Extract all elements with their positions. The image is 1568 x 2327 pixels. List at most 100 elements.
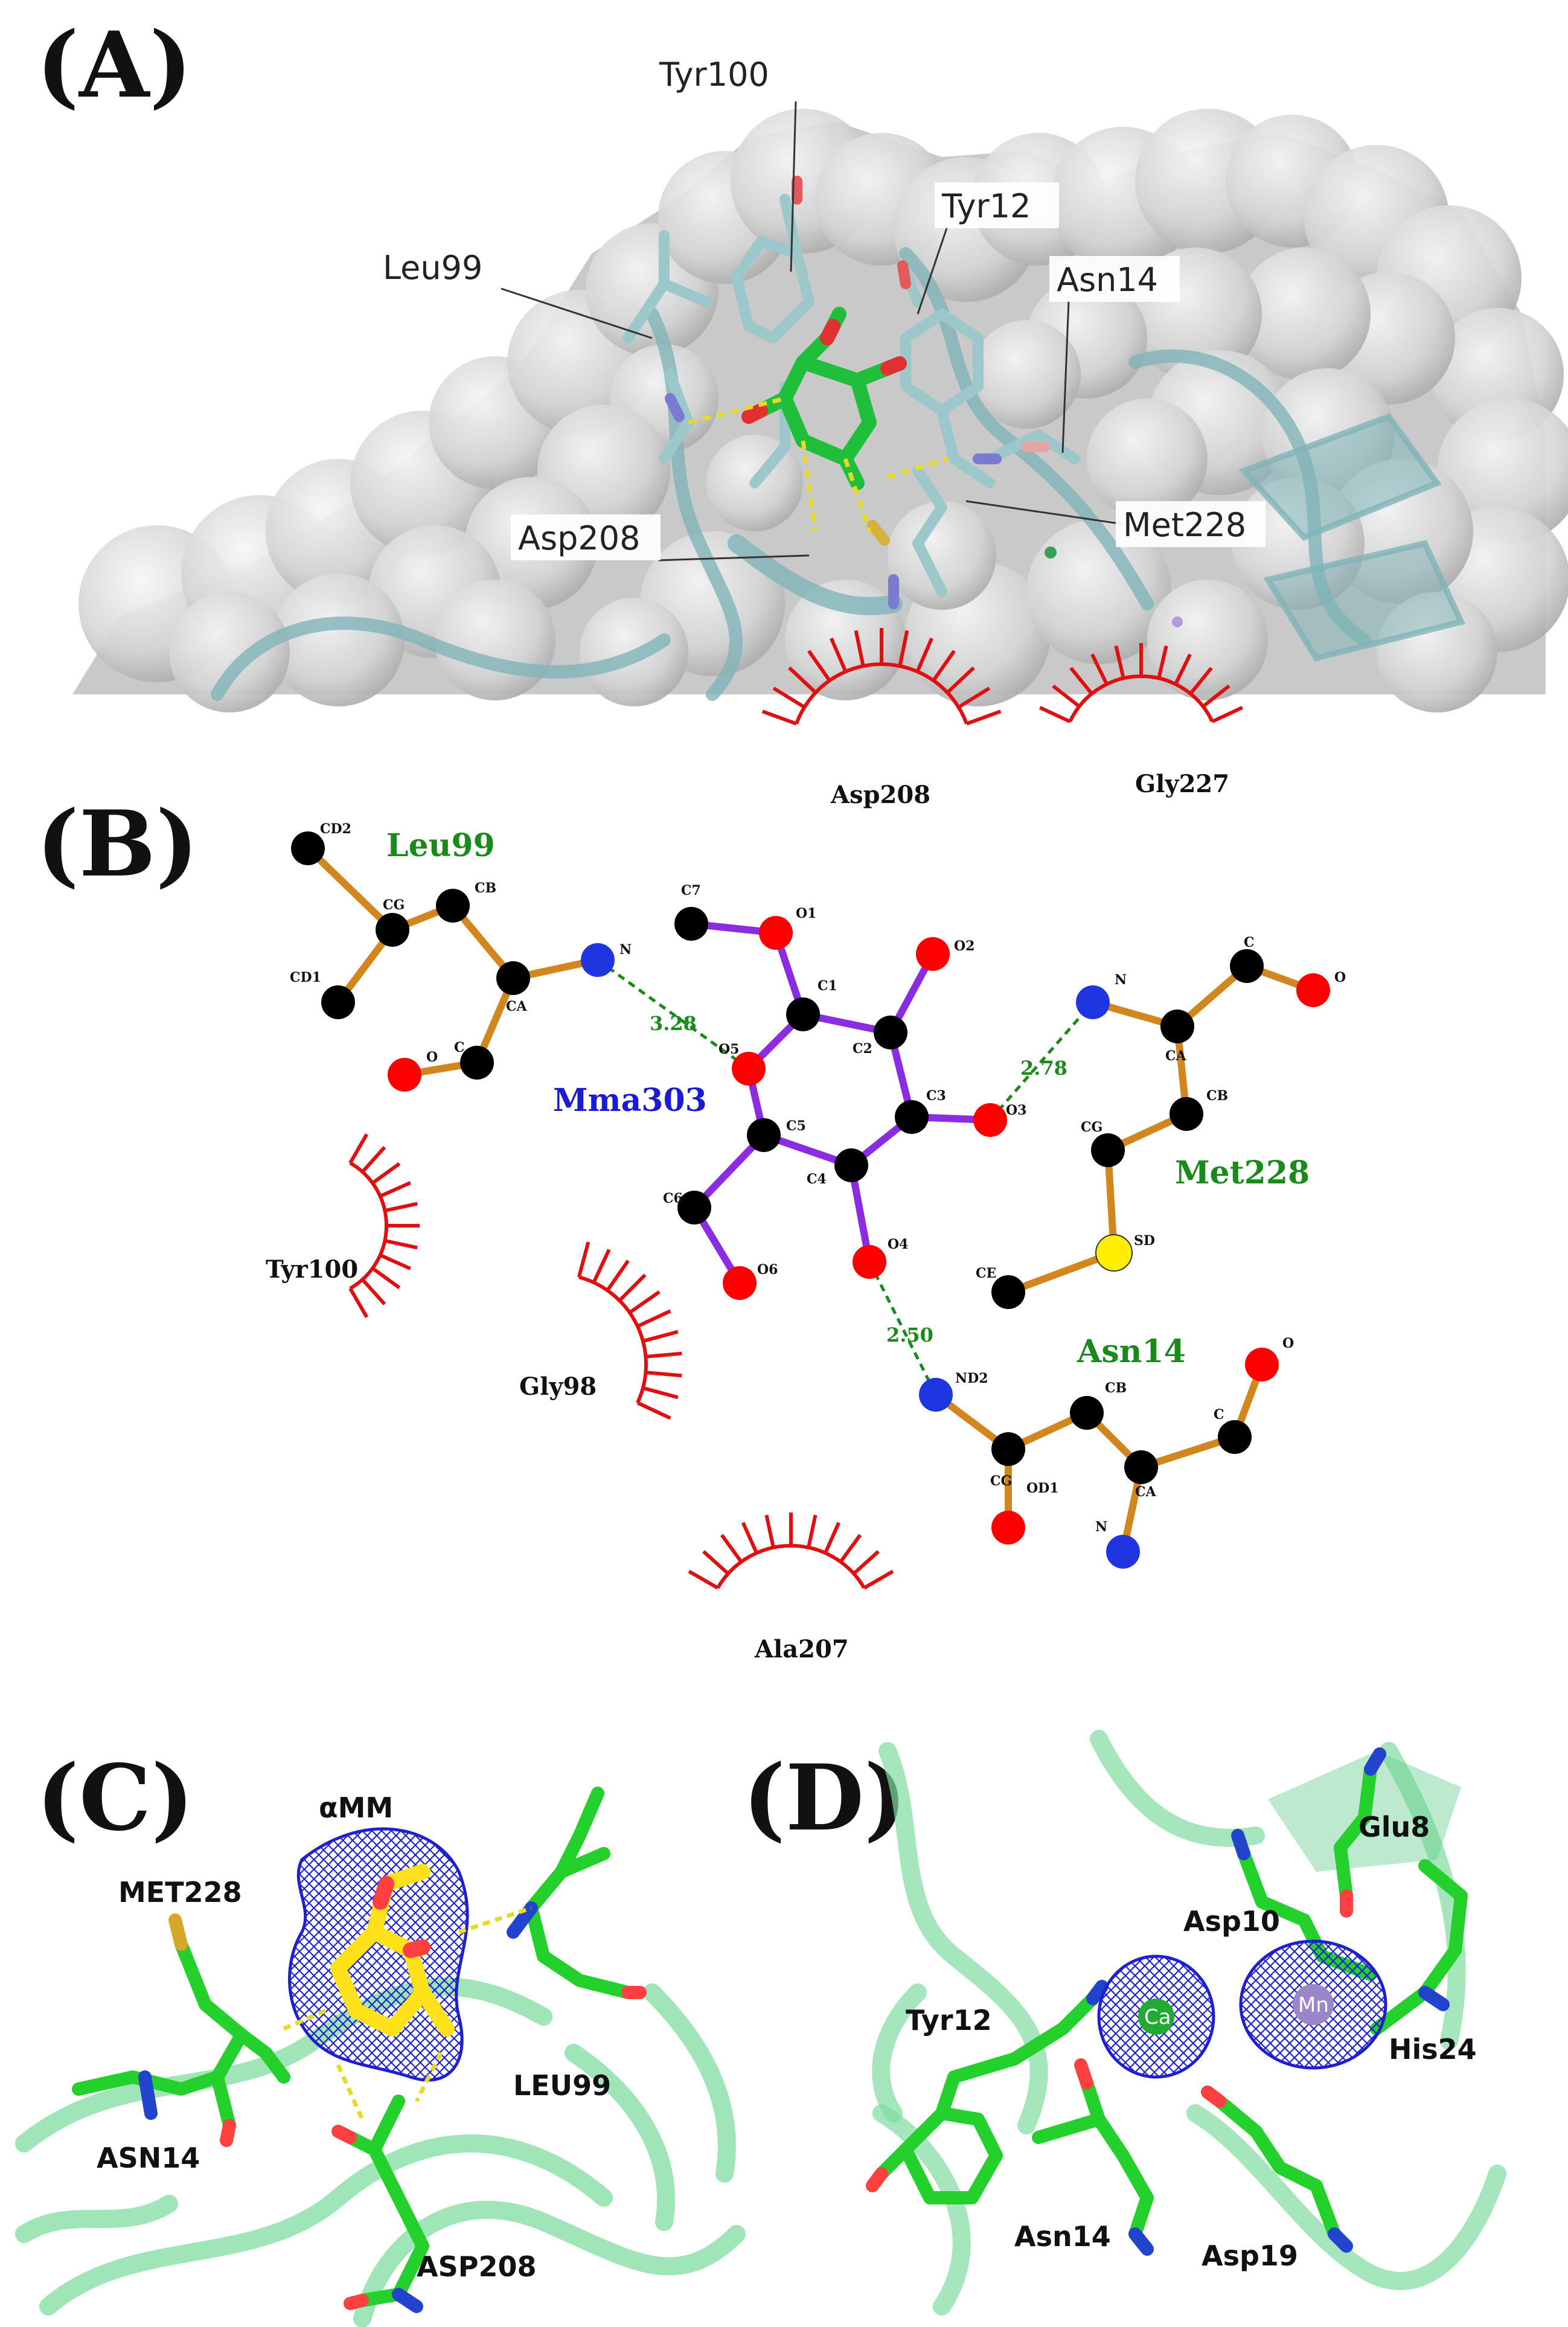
atom-label: C3 xyxy=(926,1088,946,1104)
carbon-atom xyxy=(1218,1420,1252,1454)
hydrophobic-arc xyxy=(577,1241,682,1420)
oxygen-atom xyxy=(991,1511,1025,1544)
oxygen-atom xyxy=(732,1052,766,1086)
carbon-atom xyxy=(786,997,820,1031)
atom-tips-a xyxy=(665,176,1050,609)
panel-b-label: (B) xyxy=(36,791,199,897)
atom-label: C xyxy=(1214,1407,1224,1423)
panel-c-label: (C) xyxy=(36,1745,194,1851)
oxygen-atom xyxy=(388,1058,421,1092)
panel-b: (B) xyxy=(36,628,1346,1663)
carbon-atom xyxy=(291,831,325,865)
carbon-atom xyxy=(460,1046,494,1080)
atom-nodes xyxy=(291,831,1330,1569)
atom-label: CD2 xyxy=(320,821,351,837)
surface-blob xyxy=(169,592,290,712)
ion-mesh-d xyxy=(1097,1939,1387,2079)
atom-label: O xyxy=(1282,1336,1294,1351)
molecular-surface xyxy=(72,109,1568,712)
callout-met228: Met228 xyxy=(1116,501,1266,547)
carbon-atom xyxy=(1124,1450,1158,1484)
hydrogen-bonds xyxy=(597,958,1094,1396)
oxygen-atom xyxy=(1245,1348,1279,1381)
svg-text:Asp208: Asp208 xyxy=(518,519,640,557)
atom-label: O1 xyxy=(796,906,816,921)
ion-label-ca: Ca xyxy=(1144,2005,1171,2029)
residue-label-met228-c: MET228 xyxy=(118,1876,242,1909)
atom-label: C6 xyxy=(663,1191,683,1206)
manganese-ion-sphere xyxy=(1172,616,1183,627)
distance-labels: 3.28 2.78 2.50 xyxy=(650,1012,1067,1346)
surface-blob xyxy=(435,580,555,700)
residue-label-tyr12: Tyr12 xyxy=(906,2004,992,2037)
carbon-atom xyxy=(991,1432,1025,1466)
manganese-sphere xyxy=(1293,1984,1334,2025)
carbon-atom xyxy=(874,1016,907,1049)
residue-labels-c: αMM MET228 LEU99 ASN14 ASP208 xyxy=(97,1791,611,2283)
calcium-ion-sphere xyxy=(1045,546,1057,559)
atom-label: O3 xyxy=(1006,1103,1026,1118)
distance-label: 2.78 xyxy=(1020,1057,1067,1080)
atom-label: SD xyxy=(1134,1233,1155,1249)
hydrophobic-label-gly98: Gly98 xyxy=(519,1372,597,1401)
atom-label: N xyxy=(1115,972,1127,988)
residue-label-asp10: Asp10 xyxy=(1183,1905,1280,1938)
callout-tyr12: Tyr12 xyxy=(935,182,1059,228)
atom-label: O6 xyxy=(757,1262,778,1278)
carbon-atom xyxy=(1091,1133,1125,1167)
svg-text:Tyr100: Tyr100 xyxy=(659,56,769,94)
residue-label-asp208-c: ASP208 xyxy=(417,2250,536,2283)
callout-asp208: Asp208 xyxy=(511,514,661,560)
hydrophobic-label-asp208: Asp208 xyxy=(830,781,930,809)
residue-label-leu99: Leu99 xyxy=(386,827,495,864)
carbon-atom xyxy=(895,1100,929,1134)
hydrophobic-arc xyxy=(688,1512,894,1590)
atom-label: O xyxy=(1334,970,1346,985)
carbon-atom xyxy=(991,1275,1025,1309)
calcium-sphere xyxy=(1138,1999,1174,2035)
carbon-atom xyxy=(1070,1396,1104,1430)
polar-contacts-c xyxy=(283,1906,533,2121)
carbon-atom xyxy=(376,913,409,947)
atom-label: CA xyxy=(1135,1484,1157,1500)
surface-blob xyxy=(1437,399,1568,543)
atom-label: O2 xyxy=(954,938,974,954)
carbon-atom xyxy=(321,985,355,1019)
carbon-atom xyxy=(1160,1010,1194,1043)
hydrophobic-arc xyxy=(1039,643,1243,723)
distance-label: 3.28 xyxy=(650,1012,697,1035)
atom-label: OD1 xyxy=(1026,1480,1059,1496)
carbon-atom xyxy=(1170,1097,1203,1131)
atom-label: O4 xyxy=(888,1237,908,1252)
ligand-label-mma303: Mma303 xyxy=(553,1082,707,1119)
hydrophobic-arc xyxy=(761,628,1002,726)
residue-label-asn14-c: ASN14 xyxy=(97,2142,200,2174)
panel-c: (C) xyxy=(15,1745,746,2327)
carbon-atom xyxy=(496,961,530,995)
atom-label: C xyxy=(454,1040,465,1055)
surface-blob xyxy=(272,574,405,706)
svg-text:Asn14: Asn14 xyxy=(1057,261,1158,299)
callout-leu99: Leu99 xyxy=(376,244,500,290)
residue-label-asp19: Asp19 xyxy=(1202,2239,1298,2272)
hydrophobic-label-gly227: Gly227 xyxy=(1135,770,1229,798)
nitrogen-atom xyxy=(1076,985,1110,1019)
ligand-oxygens-c xyxy=(373,1876,430,1958)
hydrophobic-arc xyxy=(348,1133,420,1319)
ligand-oxygens-a xyxy=(741,319,907,424)
atom-label: CG xyxy=(383,897,405,913)
carbon-atom xyxy=(1230,949,1264,983)
atom-label: CB xyxy=(1105,1380,1127,1396)
heteroatom-tips-d xyxy=(866,1747,1450,2256)
atom-label: O5 xyxy=(718,1042,739,1057)
sulfur-atom xyxy=(1095,1234,1133,1272)
residue-label-met228: Met228 xyxy=(1175,1154,1310,1191)
surface-blob xyxy=(1026,519,1171,664)
atom-label: C2 xyxy=(853,1041,872,1057)
atom-label: CA xyxy=(506,999,528,1014)
cartoon-ribbons-c xyxy=(15,1977,746,2327)
oxygen-atom xyxy=(723,1266,757,1300)
oxygen-atom xyxy=(759,916,793,950)
atom-label: N xyxy=(619,942,632,958)
svg-text:Tyr12: Tyr12 xyxy=(941,187,1031,225)
